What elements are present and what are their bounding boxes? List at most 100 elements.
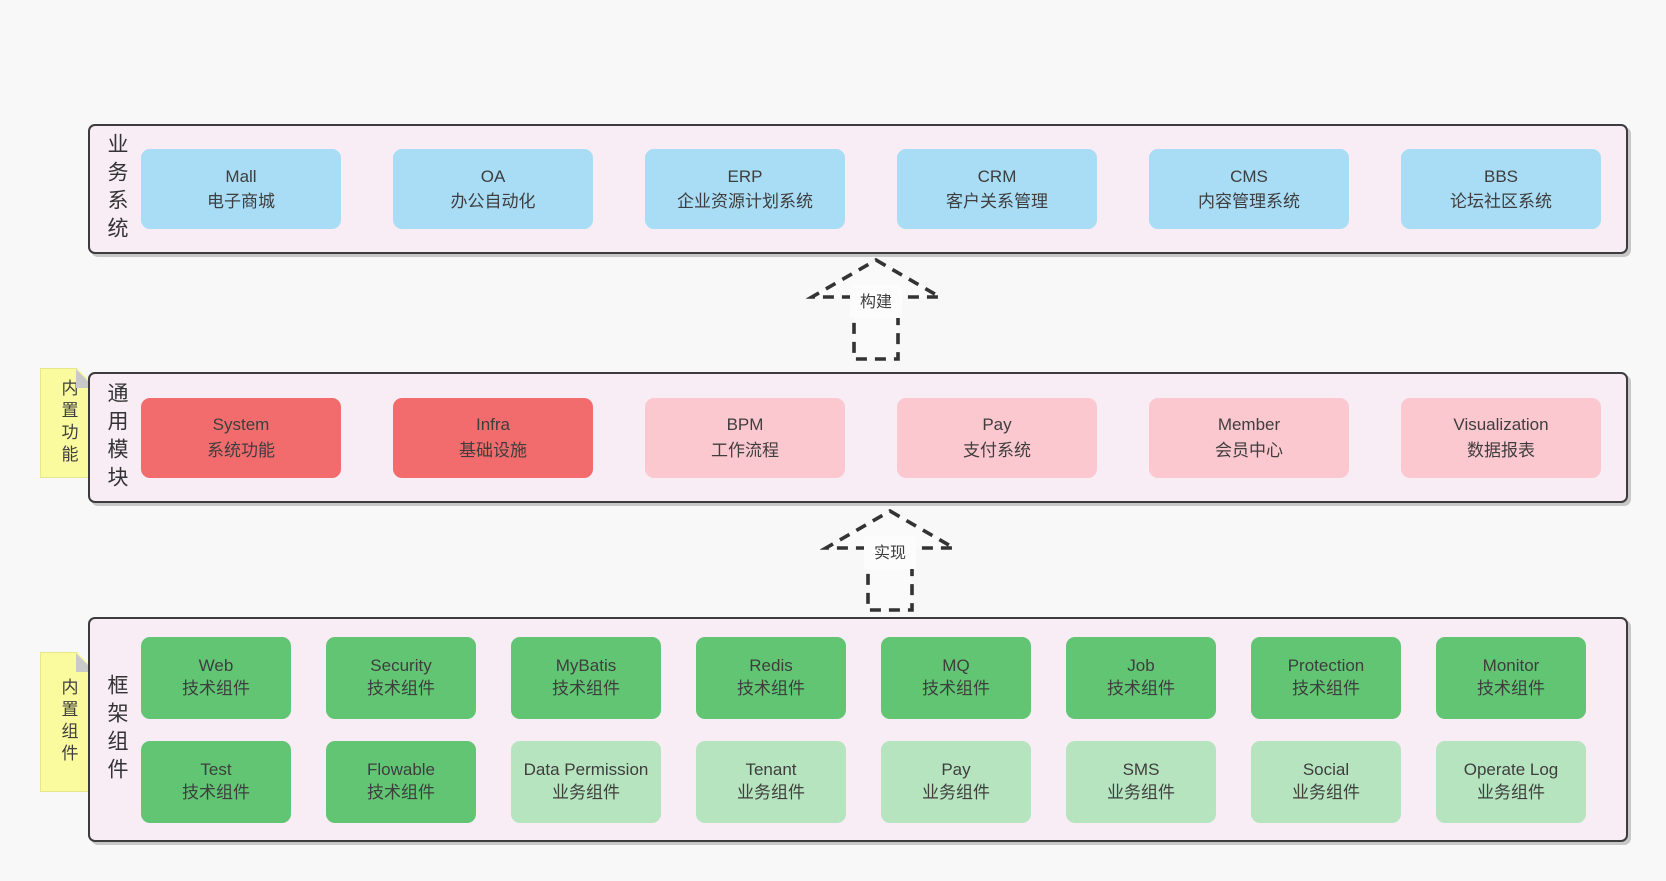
module-box-bbs: BBS 论坛社区系统 <box>1401 149 1601 229</box>
module-description: 会员中心 <box>1215 440 1283 460</box>
module-description: 技术组件 <box>1107 678 1175 698</box>
module-description: 技术组件 <box>1477 678 1545 698</box>
module-box-pay: Pay 支付系统 <box>897 397 1097 478</box>
band-label-common-modules: 通用模块 <box>105 381 128 494</box>
module-name: Infra <box>475 415 511 434</box>
module-description: 业务组件 <box>1292 782 1360 802</box>
module-name: Flowable <box>366 760 436 780</box>
module-name: Operate Log <box>1463 760 1559 780</box>
module-description: 基础设施 <box>459 440 527 460</box>
arrow-label-build: 构建 <box>860 293 892 311</box>
module-description: 电子商城 <box>207 192 275 211</box>
module-box-mall: Mall 电子商城 <box>141 149 341 229</box>
module-name: Pay <box>982 415 1012 434</box>
module-description: 业务组件 <box>1477 782 1545 802</box>
module-name: BBS <box>1483 166 1519 186</box>
module-name: Member <box>1217 415 1281 434</box>
module-name: CMS <box>1230 166 1268 186</box>
module-name: System <box>212 415 270 434</box>
module-description: 技术组件 <box>737 678 805 698</box>
module-description: 技术组件 <box>182 782 250 802</box>
module-description: 技术组件 <box>367 678 435 698</box>
module-description: 企业资源计划系统 <box>677 192 813 211</box>
module-name: Protection <box>1287 656 1365 676</box>
module-name: BPM <box>726 415 764 434</box>
module-name: Web <box>198 656 234 676</box>
arrow-label-background <box>850 285 902 318</box>
module-name: MyBatis <box>555 656 617 676</box>
module-description: 技术组件 <box>552 678 620 698</box>
module-name: Mall <box>225 166 257 186</box>
module-description: 技术组件 <box>1292 678 1360 698</box>
module-description: 业务组件 <box>922 782 990 802</box>
module-description: 支付系统 <box>963 440 1031 460</box>
module-name: Data Permission <box>523 760 649 780</box>
module-description: 系统功能 <box>207 440 275 460</box>
module-name: MQ <box>942 656 970 676</box>
module-description: 论坛社区系统 <box>1450 192 1552 211</box>
module-box-system: System 系统功能 <box>141 397 341 478</box>
module-description: 技术组件 <box>367 782 435 802</box>
module-description: 技术组件 <box>182 678 250 698</box>
module-name: Job <box>1127 656 1155 676</box>
module-description: 业务组件 <box>1107 782 1175 802</box>
module-name: Visualization <box>1453 415 1549 434</box>
implement-arrow: 实现 <box>820 508 960 612</box>
module-name: Tenant <box>745 760 797 780</box>
module-description: 业务组件 <box>737 782 805 802</box>
arrow-label-background <box>864 536 916 569</box>
module-description: 办公自动化 <box>450 192 536 211</box>
module-box-cms: CMS 内容管理系统 <box>1149 149 1349 229</box>
arrow-label-implement: 实现 <box>874 544 906 562</box>
module-description: 技术组件 <box>922 678 990 698</box>
build-arrow: 构建 <box>806 257 946 361</box>
module-box-crm: CRM 客户关系管理 <box>897 149 1097 229</box>
module-description: 客户关系管理 <box>946 192 1048 211</box>
module-name: Test <box>200 760 232 780</box>
module-description: 业务组件 <box>552 782 620 802</box>
module-name: Social <box>1302 760 1350 780</box>
module-box-visualization: Visualization 数据报表 <box>1401 397 1601 478</box>
module-box-infra: Infra 基础设施 <box>393 397 593 478</box>
module-description: 内容管理系统 <box>1198 192 1300 211</box>
module-description: 数据报表 <box>1467 440 1535 460</box>
module-name: Monitor <box>1482 656 1540 676</box>
module-box-oa: OA 办公自动化 <box>393 149 593 229</box>
band-label-framework-components: 框架组件 <box>105 673 128 786</box>
module-name: Pay <box>941 760 971 780</box>
module-name: SMS <box>1122 760 1160 780</box>
sticky-note-label: 内置功能 <box>58 379 78 467</box>
band-label-business-systems: 业务系统 <box>105 133 128 245</box>
module-name: OA <box>480 166 506 186</box>
module-name: Redis <box>749 656 793 676</box>
sticky-note-label: 内置组件 <box>58 678 78 766</box>
module-box-member: Member 会员中心 <box>1149 397 1349 478</box>
module-name: CRM <box>977 166 1017 186</box>
